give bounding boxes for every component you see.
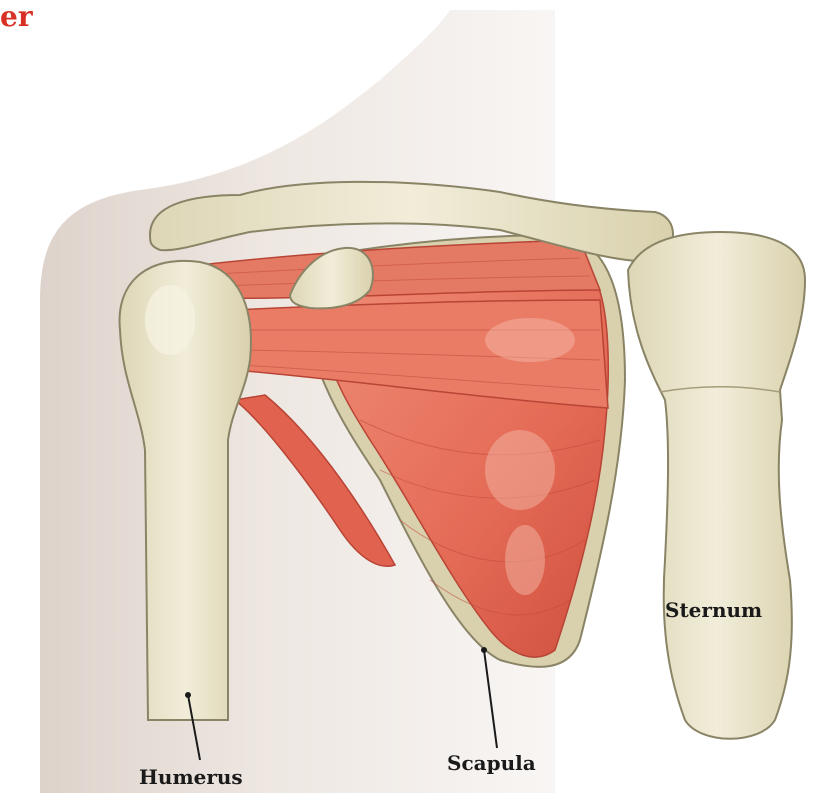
scapula-leader-dot [481,647,487,653]
humerus-head-highlight [145,285,195,355]
diagram-title: er [0,1,33,33]
humerus-leader-dot [185,692,191,698]
label-sternum: Sternum [665,598,762,622]
label-humerus: Humerus [139,765,243,789]
label-scapula: Scapula [447,751,536,775]
sternum-bone [628,232,805,739]
